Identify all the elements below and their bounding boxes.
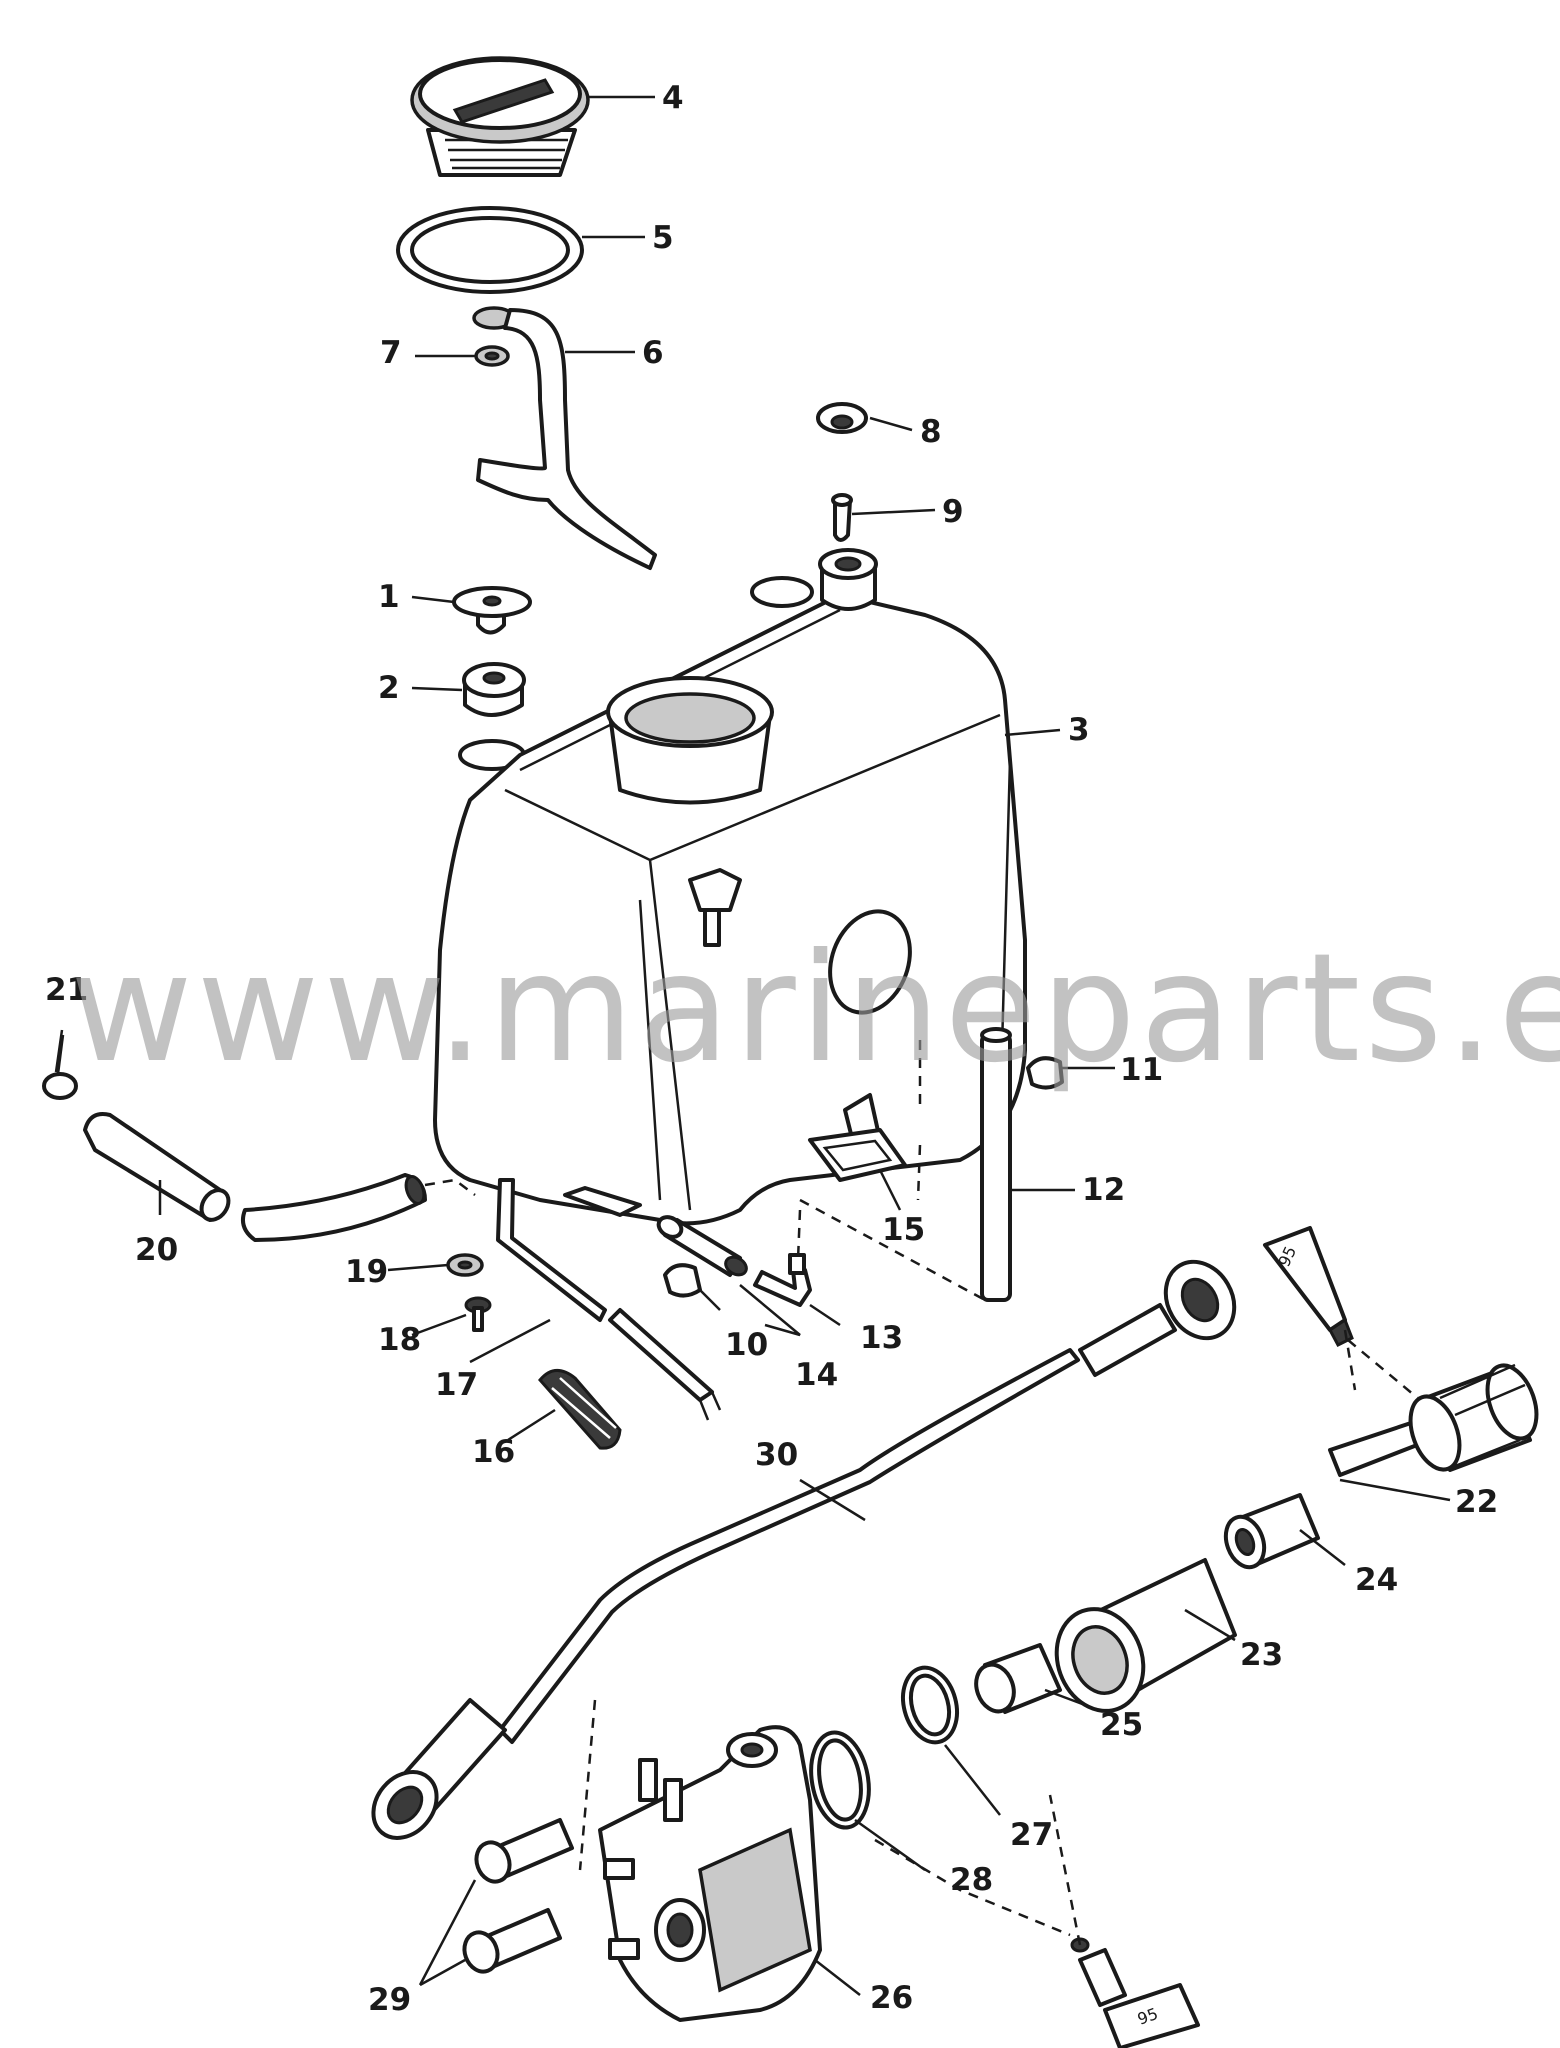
callout-1: 1 [378,579,400,615]
part-18-screw [464,1296,492,1332]
part-8-plug [816,402,868,434]
grease-tube-bottom [1070,1937,1200,2048]
part-16-sleeve [538,1369,622,1450]
callout-13: 13 [860,1320,903,1356]
part-15-pad [808,1128,907,1182]
callout-20: 20 [135,1232,178,1268]
callout-2: 2 [378,670,400,706]
part-12-tube [980,1027,1012,1302]
watermark-text: www.marineparts.eu [70,922,1560,1096]
part-9-fitting [831,493,853,542]
part-26-oil-pump [598,1725,822,2022]
callout-28: 28 [950,1862,993,1898]
callout-21: 21 [45,972,88,1008]
callout-29: 29 [368,1982,411,2018]
part-13-elbow-fitting [753,1253,812,1307]
callout-12: 12 [1082,1172,1125,1208]
callout-30: 30 [755,1437,798,1473]
part-22-drive-gear [1328,1363,1539,1477]
callout-22: 22 [1455,1484,1498,1520]
callout-23: 23 [1240,1637,1283,1673]
part-20-hose [83,1112,427,1242]
part-17-wire-harness [496,1178,722,1421]
callout-7: 7 [380,335,402,371]
callout-16: 16 [472,1434,515,1470]
callout-15: 15 [882,1212,925,1248]
part-25-sleeve [974,1643,1062,1714]
part-29-bolts [462,1818,574,1974]
callout-17: 17 [435,1367,478,1403]
callout-5: 5 [652,220,674,256]
part-2-grommet [462,662,526,717]
callout-3: 3 [1068,712,1090,748]
part-3-oil-tank [433,548,1027,1226]
callout-11: 11 [1120,1052,1163,1088]
callout-labels: 4 5 6 7 8 9 1 2 3 21 11 12 15 20 19 18 1… [45,80,1498,2018]
part-19-washer [446,1253,484,1277]
part-11-clip [1026,1056,1064,1090]
part-6-bracket [472,306,657,570]
callout-14: 14 [795,1357,838,1393]
alignment-lines [424,1040,1421,1946]
leader-lines [56,95,1451,1996]
callout-26: 26 [870,1980,913,2016]
part-23-housing [1054,1558,1237,1713]
part-5-o-ring [396,206,584,294]
part-1-grommet [452,586,532,635]
part-7-washer [474,345,510,367]
callout-9: 9 [942,494,964,530]
part-27-o-ring [901,1665,959,1745]
callout-18: 18 [378,1322,421,1358]
part-10-clip [663,1263,702,1298]
part-4-filler-cap [410,56,590,177]
part-28-o-ring [809,1730,871,1830]
part-14-connector [656,1215,748,1277]
callout-24: 24 [1355,1562,1398,1598]
callout-8: 8 [920,414,942,450]
callout-27: 27 [1010,1817,1053,1853]
part-30-cable [371,1259,1237,1840]
callout-6: 6 [642,335,664,371]
grease-tube-top [1263,1226,1354,1347]
part-21-clamp [42,1029,78,1100]
callout-25: 25 [1100,1707,1143,1743]
callout-19: 19 [345,1254,388,1290]
callout-4: 4 [662,80,684,116]
callout-10: 10 [725,1327,768,1363]
part-24-bushing [1223,1493,1320,1570]
